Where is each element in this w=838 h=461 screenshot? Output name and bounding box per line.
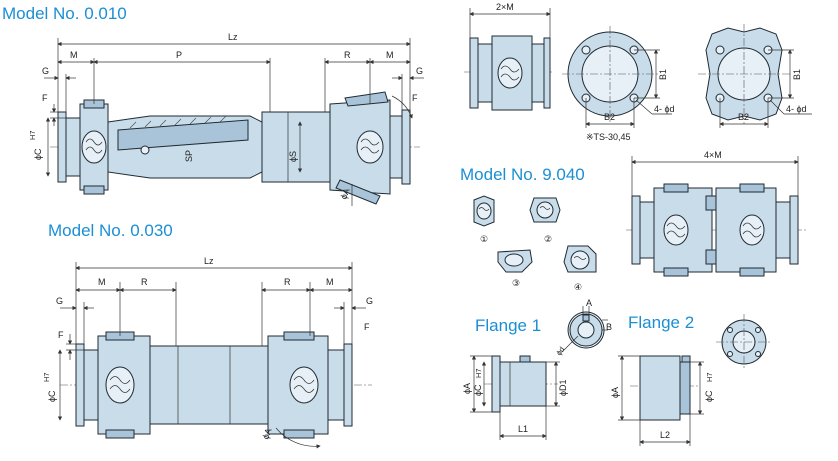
dim-flange1-c: ϕC	[473, 384, 483, 396]
dim-flange1-a: ϕA	[462, 383, 472, 394]
variant-4-label: ④	[574, 283, 582, 293]
dim-030-f1: F	[58, 330, 64, 340]
dim-hole-round: 4- ϕd	[654, 104, 675, 114]
center-body	[149, 345, 269, 425]
round-flange-face-view: B1 B2 4- ϕd ※TS-30,45	[562, 26, 675, 142]
dim-flange1-key-b: B	[606, 322, 612, 332]
title-model-030: Model No. 0.030	[48, 221, 173, 240]
model-030-drawing: Lz M R R M G G F F ϕC H7 ϕA	[42, 256, 373, 449]
title-model-010: Model No. 0.010	[2, 4, 127, 23]
dim-flange1-d1: ϕD1	[558, 379, 568, 396]
dim-b1-round: B1	[658, 69, 668, 80]
dim-010-r: R	[344, 50, 351, 60]
dim-flange1-key-a: A	[586, 298, 592, 308]
dim-030-r2: R	[284, 277, 291, 287]
note-ts: ※TS-30,45	[586, 132, 631, 142]
dim-030-lz: Lz	[204, 256, 214, 266]
variant-1-label: ①	[480, 235, 488, 245]
dim-flange2-c: ϕC	[704, 390, 714, 402]
dim-010-g1: G	[42, 66, 49, 76]
dim-010-f1: F	[42, 93, 48, 103]
dim-flange1-d: ϕd	[554, 345, 566, 357]
left-flange	[75, 343, 85, 427]
dim-030-g2: G	[366, 296, 373, 306]
right-flange	[343, 343, 353, 427]
model-9040-drawing: 4×M	[626, 150, 808, 277]
dim-flange1-c-tolerance: H7	[474, 368, 483, 378]
dim-b2-round: B2	[604, 112, 615, 122]
dim-hole-square: 4- ϕd	[786, 104, 807, 114]
dim-b1-square: B1	[792, 69, 802, 80]
dim-030-m1: M	[98, 277, 106, 287]
variant-2-label: ②	[544, 235, 552, 245]
left-flange	[57, 111, 67, 183]
title-model-9040: Model No. 9.040	[460, 165, 585, 184]
dim-010-g2: G	[416, 66, 423, 76]
dim-030-r1: R	[141, 277, 148, 287]
variant-3-label: ③	[512, 279, 520, 289]
dim-flange1-l1: L1	[518, 424, 528, 434]
dim-030-c-tolerance: H7	[42, 372, 51, 382]
dim-2m: 2×M	[496, 2, 514, 12]
title-flange-1: Flange 1	[475, 316, 541, 335]
dim-010-a: ϕA	[338, 187, 351, 201]
dim-flange2-l2: L2	[660, 430, 670, 440]
dim-010-s: ϕS	[288, 151, 298, 162]
dim-010-sp: SP	[184, 150, 194, 162]
dim-010-f2: F	[412, 93, 418, 103]
flange-2-drawing: ϕA ϕC H7 L2	[610, 314, 772, 446]
dim-010-lz: Lz	[228, 32, 238, 42]
variant-parts: ① ② ③ ④	[473, 195, 597, 293]
dim-4m: 4×M	[704, 150, 722, 160]
dim-010-m2: M	[386, 50, 394, 60]
dim-010-m1: M	[70, 50, 78, 60]
dim-flange2-a: ϕA	[610, 387, 620, 398]
dim-b2-square: B2	[738, 112, 749, 122]
dim-030-a: ϕA	[260, 427, 273, 441]
dim-010-p: P	[176, 50, 182, 60]
flange-1-drawing: A B ϕd ϕA ϕC H7 ϕD1 L1	[462, 298, 612, 440]
dim-flange2-c-tolerance: H7	[705, 372, 714, 382]
flange-side-view: 2×M	[464, 2, 552, 111]
dim-030-c: ϕC	[47, 390, 57, 402]
dim-030-f2: F	[364, 322, 370, 332]
model-010-drawing: Lz M P R M G G F F ϕC H7 SP ϕS ϕA	[28, 32, 424, 206]
right-flange	[401, 109, 411, 185]
dim-030-m2: M	[326, 277, 334, 287]
title-flange-2: Flange 2	[628, 313, 694, 332]
tube	[261, 111, 331, 183]
dim-010-c: ϕC	[33, 148, 43, 160]
dim-030-g1: G	[56, 296, 63, 306]
square-flange-face-view: B1 B2 4- ϕd	[698, 24, 812, 128]
dim-010-c-tolerance: H7	[28, 130, 37, 140]
